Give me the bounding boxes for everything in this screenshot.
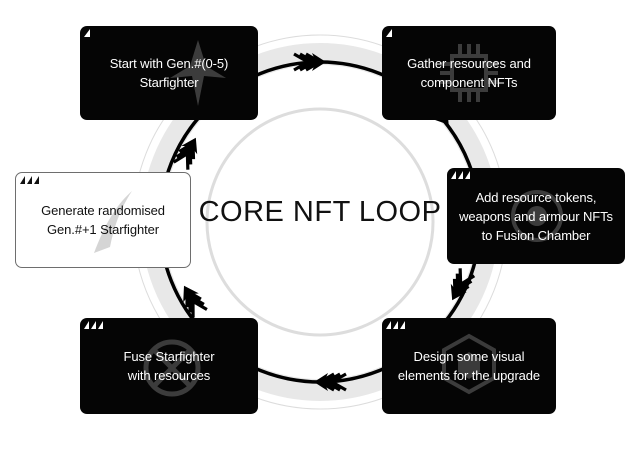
step-label: Design some visual elements for the upgr…: [397, 349, 541, 383]
loop-arrow-top: [293, 52, 326, 72]
corner-mark-icon: [84, 29, 90, 37]
loop-arrow-bottom: [314, 372, 347, 392]
step-label: Fuse Starfighter with resources: [123, 349, 215, 383]
wing-swoosh-icon: [94, 191, 132, 253]
loop-arrow-lower-left: [183, 285, 208, 318]
step-gather-resources: Gather resources and component NFTs: [382, 26, 556, 120]
step-label: Add resource tokens, weapons and armour …: [459, 189, 613, 243]
step-generate-next-gen: Generate randomised Gen.#+1 Starfighter: [15, 172, 191, 268]
circuit-chip-icon: [440, 44, 498, 102]
corner-mark-icon: [84, 321, 103, 329]
shield-crest-icon: [143, 339, 201, 397]
fusion-chamber-icon: [511, 190, 563, 242]
step-label: Gather resources and component NFTs: [407, 56, 531, 90]
loop-arrow-lower-right: [450, 268, 476, 301]
starfighter-silhouette-icon: [170, 40, 226, 106]
center-circle: [205, 107, 435, 337]
step-design-visual-elements: Design some visual elements for the upgr…: [382, 318, 556, 414]
corner-mark-icon: [386, 29, 392, 37]
loop-arrow-upper-left: [172, 137, 198, 170]
step-label: Start with Gen.#(0-5) Starfighter: [109, 56, 229, 90]
diagram-title: CORE NFT LOOP: [198, 196, 442, 228]
corner-mark-icon: [386, 321, 405, 329]
hexagon-shapes-icon: [442, 333, 496, 395]
corner-mark-icon: [451, 171, 470, 179]
step-label: Generate randomised Gen.#+1 Starfighter: [41, 203, 165, 237]
corner-mark-icon: [20, 176, 39, 184]
step-start-starfighter: Start with Gen.#(0-5) Starfighter: [80, 26, 258, 120]
step-add-to-fusion-chamber: Add resource tokens, weapons and armour …: [447, 168, 625, 264]
step-fuse-starfighter: Fuse Starfighter with resources: [80, 318, 258, 414]
